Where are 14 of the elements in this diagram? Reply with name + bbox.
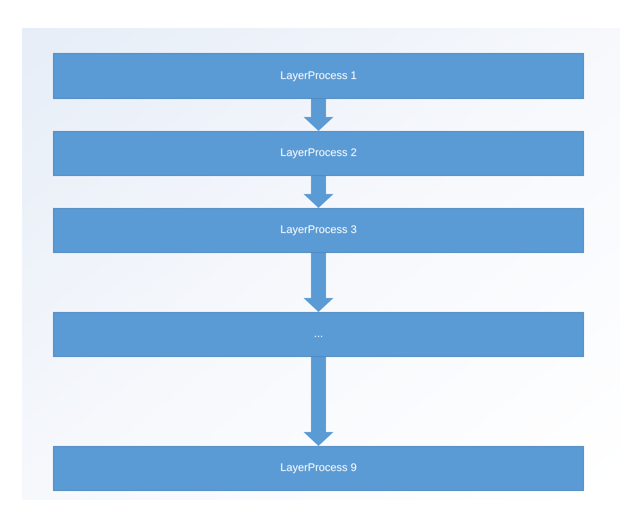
process-box	[53, 446, 584, 491]
process-box	[53, 208, 584, 253]
box-label: LayerProcess 1	[280, 68, 357, 84]
process-box	[53, 312, 584, 357]
block-arrow	[304, 176, 334, 208]
box-label: LayerProcess 2	[280, 146, 357, 162]
block-arrow	[304, 357, 334, 446]
box-label: LayerProcess 9	[280, 461, 357, 476]
box-label: LayerProcess 3	[280, 223, 357, 238]
block-arrow	[304, 253, 334, 312]
process-box	[53, 53, 584, 99]
block-arrow	[304, 99, 334, 131]
process-box	[53, 131, 584, 176]
box-label: ...	[314, 327, 324, 342]
